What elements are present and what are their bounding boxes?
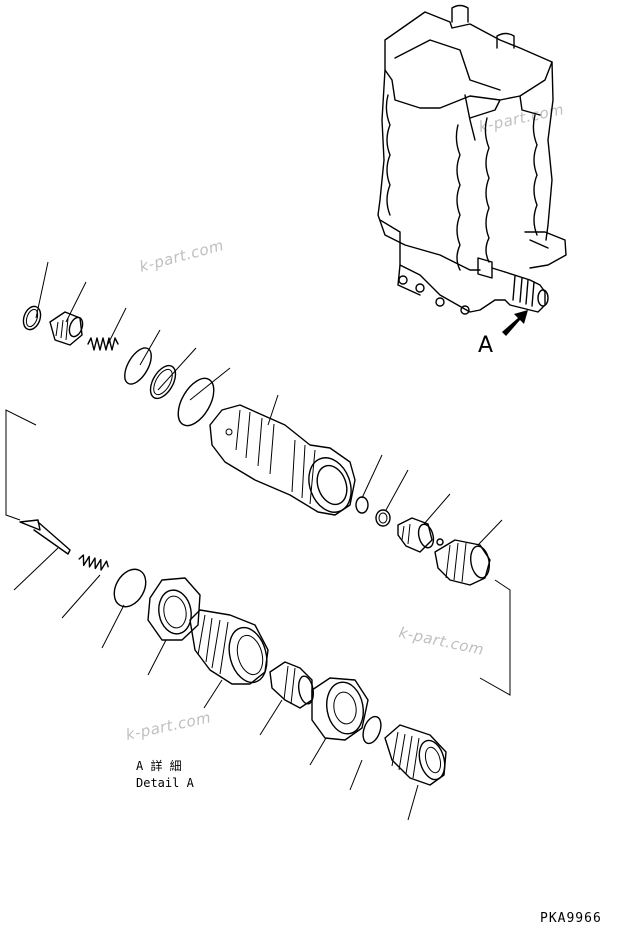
watermark: k-part.com [124, 708, 213, 744]
watermarks: k-part.com k-part.com k-part.com k-part.… [124, 100, 566, 744]
backup-ring [375, 509, 391, 527]
piston [397, 517, 444, 553]
detail-bracket [5, 409, 511, 696]
housing [189, 609, 269, 685]
leader-lines [13, 261, 503, 821]
watermark: k-part.com [137, 236, 225, 276]
detail-label-en: Detail A [136, 776, 195, 790]
o-ring [22, 305, 42, 331]
cap-nut [311, 677, 369, 741]
valve-body-assembly [377, 4, 567, 336]
o-ring [113, 568, 147, 608]
backup-ring [149, 364, 177, 400]
spool-rod [19, 519, 71, 555]
drawing-code: PKA9966 [540, 911, 602, 926]
sleeve [434, 539, 491, 586]
valve-sleeve [209, 404, 356, 516]
view-label: A [478, 333, 493, 358]
o-ring [355, 496, 369, 514]
watermark: k-part.com [397, 623, 486, 659]
plug [49, 311, 84, 346]
spring [87, 337, 119, 351]
detail-label-jp: A 詳 細 [136, 758, 182, 773]
spring [78, 554, 109, 571]
view-direction-arrow-icon [502, 310, 528, 336]
o-ring [177, 377, 215, 427]
o-ring [124, 347, 152, 385]
nut [147, 577, 201, 641]
o-ring [362, 715, 382, 745]
plunger [269, 661, 315, 709]
plug [384, 724, 447, 786]
